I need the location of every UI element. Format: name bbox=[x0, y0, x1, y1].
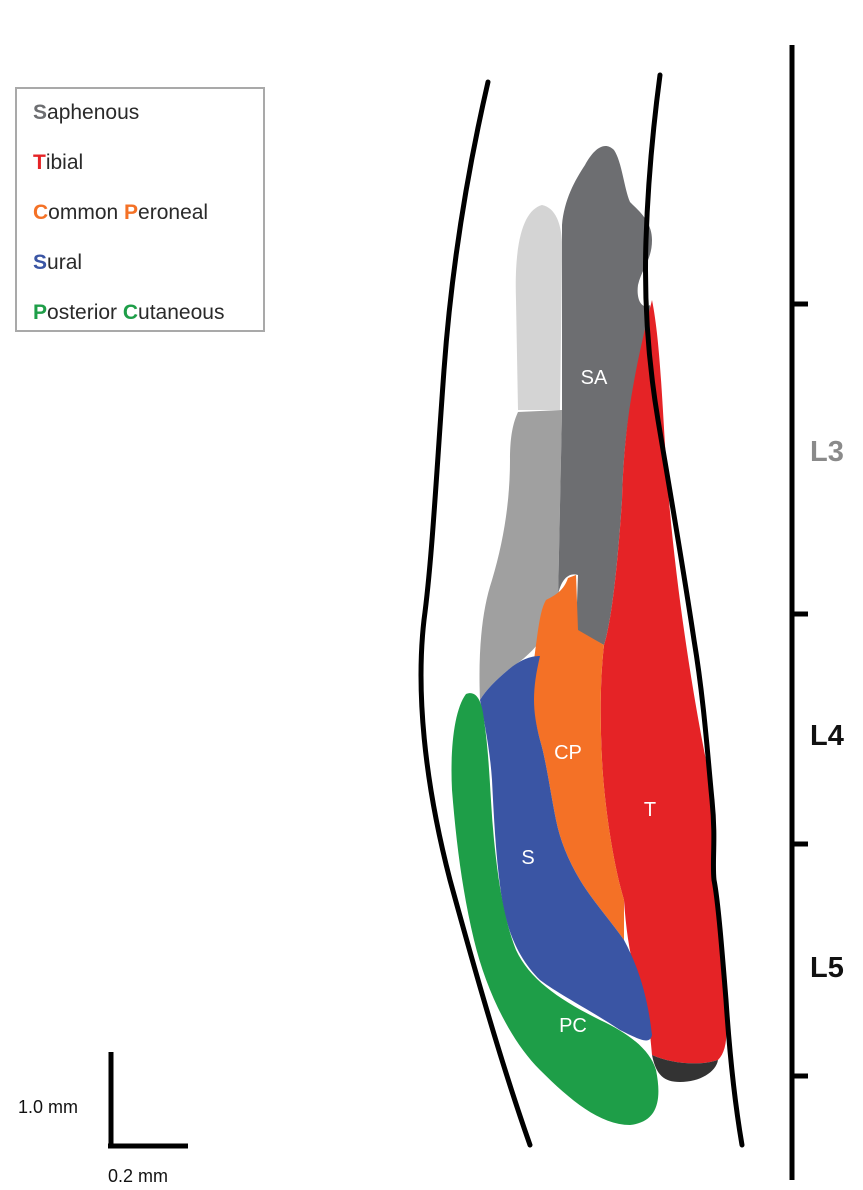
level-label-l5: L5 bbox=[810, 952, 844, 984]
legend-initial: C bbox=[33, 201, 49, 224]
legend-text: ural bbox=[47, 251, 83, 274]
legend-text: utaneous bbox=[138, 301, 225, 324]
legend-text: osterior bbox=[47, 301, 123, 324]
scale-label-vertical: 1.0 mm bbox=[18, 1097, 78, 1117]
region-label-t: T bbox=[644, 799, 656, 821]
outline-left bbox=[418, 79, 533, 1148]
legend-text: ibial bbox=[45, 151, 84, 174]
legend-initial: P bbox=[124, 201, 139, 224]
common-peroneal-region bbox=[532, 575, 624, 940]
region-label-pc: PC bbox=[559, 1015, 587, 1037]
posterior-cutaneous-region bbox=[451, 693, 659, 1125]
legend-text: aphenous bbox=[47, 101, 140, 124]
legend: Saphenous Tibial Common Peroneal Sural P… bbox=[15, 87, 265, 332]
legend-initial: C bbox=[122, 301, 139, 324]
legend-item-sural: Sural bbox=[33, 251, 82, 275]
legend-initial: S bbox=[33, 251, 48, 274]
region-label-s: S bbox=[521, 847, 534, 869]
scale-bar: 1.0 mm 0.2 mm bbox=[18, 1052, 188, 1186]
level-label-l4: L4 bbox=[810, 720, 844, 752]
region-label-cp: CP bbox=[554, 742, 582, 764]
sural-region bbox=[480, 656, 652, 1041]
saphenous-dark-region bbox=[557, 145, 652, 645]
region-label-sa: SA bbox=[581, 367, 608, 389]
saphenous-light-region bbox=[515, 205, 563, 410]
tibial-region bbox=[600, 300, 727, 1064]
legend-item-saphenous: Saphenous bbox=[33, 101, 139, 125]
legend-item-posterior-cutaneous: Posterior Cutaneous bbox=[33, 301, 224, 325]
legend-initial: P bbox=[33, 301, 48, 324]
legend-initial: T bbox=[33, 151, 46, 174]
legend-text: eroneal bbox=[138, 201, 209, 224]
legend-item-common-peroneal: Common Peroneal bbox=[33, 201, 208, 225]
legend-initial: S bbox=[33, 101, 48, 124]
level-label-l3: L3 bbox=[810, 436, 844, 468]
legend-text: ommon bbox=[48, 201, 125, 224]
legend-item-tibial: Tibial bbox=[33, 151, 83, 175]
scale-label-horizontal: 0.2 mm bbox=[108, 1166, 168, 1186]
dark-base-region bbox=[652, 1055, 718, 1082]
outline-right bbox=[643, 72, 745, 1148]
